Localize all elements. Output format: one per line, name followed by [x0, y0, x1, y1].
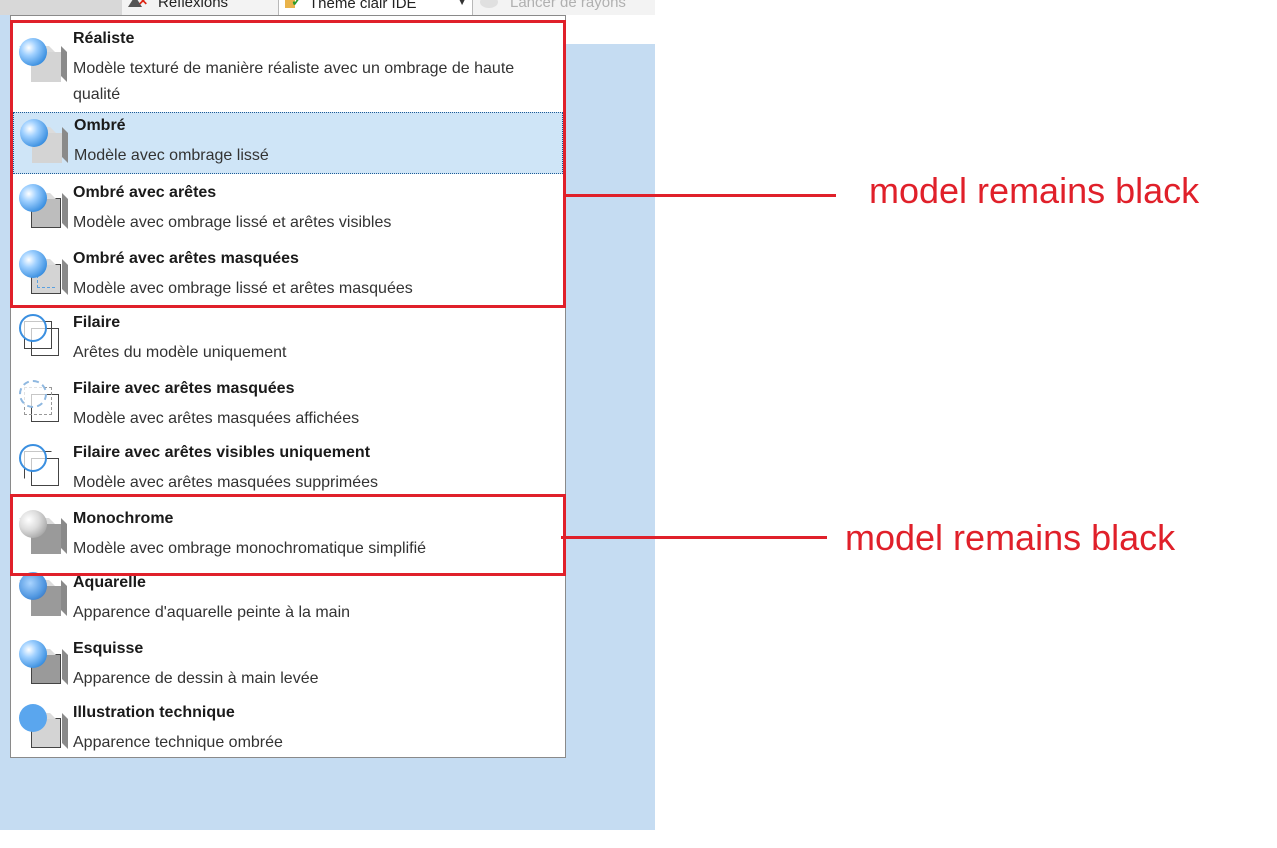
menu-item-realiste[interactable]: Réaliste Modèle texturé de manière réali…	[13, 22, 563, 110]
menu-item-desc: Modèle avec ombrage lissé	[74, 147, 269, 164]
wireframe-icon	[19, 314, 67, 362]
ray-tracing-icon	[480, 0, 498, 8]
technical-illustration-icon	[19, 704, 68, 752]
reflexions-button[interactable]: ✕ Réflexions	[128, 0, 228, 14]
menu-item-filaire[interactable]: Filaire Arêtes du modèle uniquement	[13, 308, 563, 370]
menu-item-name: Aquarelle	[73, 574, 146, 591]
menu-item-esquisse[interactable]: Esquisse Apparence de dessin à main levé…	[13, 634, 563, 696]
annotation-text-top: model remains black	[869, 170, 1200, 211]
menu-item-desc: Apparence d'aquarelle peinte à la main	[73, 604, 351, 621]
menu-item-filaire-aretes-masquees[interactable]: Filaire avec arêtes masquées Modèle avec…	[13, 374, 563, 436]
menu-item-ombre-avec-aretes[interactable]: Ombré avec arêtes Modèle avec ombrage li…	[13, 178, 563, 240]
menu-item-name: Ombré avec arêtes	[73, 184, 217, 201]
menu-item-desc: Modèle avec ombrage monochromatique simp…	[73, 540, 427, 557]
menu-item-monochrome[interactable]: Monochrome Modèle avec ombrage monochrom…	[13, 504, 563, 566]
menu-item-name: Monochrome	[73, 510, 174, 527]
menu-item-name: Filaire	[73, 314, 121, 331]
annotation-line-bottom	[561, 536, 827, 539]
toolbar-left-block	[0, 0, 122, 15]
menu-item-desc: Modèle avec ombrage lissé et arêtes visi…	[73, 214, 392, 231]
annotation-line-top	[566, 194, 836, 197]
shaded-hidden-edges-icon	[19, 250, 68, 298]
menu-item-name: Filaire avec arêtes visibles uniquement	[73, 444, 371, 461]
ray-tracing-label: Lancer de rayons	[510, 0, 626, 11]
menu-item-name: Ombré	[74, 117, 126, 134]
reflexions-label: Réflexions	[158, 0, 229, 11]
menu-item-name: Filaire avec arêtes masquées	[73, 380, 295, 397]
menu-item-desc: Apparence de dessin à main levée	[73, 670, 319, 687]
menu-item-name: Esquisse	[73, 640, 144, 657]
menu-item-aquarelle[interactable]: Aquarelle Apparence d'aquarelle peinte à…	[13, 568, 563, 630]
menu-item-desc: Modèle avec ombrage lissé et arêtes masq…	[73, 280, 413, 297]
shaded-icon	[20, 119, 68, 167]
menu-item-desc: Modèle avec arêtes masquées supprimées	[73, 474, 379, 491]
menu-item-filaire-aretes-visibles[interactable]: Filaire avec arêtes visibles uniquement …	[13, 438, 563, 500]
sketch-icon	[19, 640, 68, 688]
menu-item-desc: Arêtes du modèle uniquement	[73, 344, 287, 361]
theme-icon: ✓	[285, 0, 303, 10]
wireframe-visible-edges-icon	[19, 444, 67, 492]
menu-item-name: Réaliste	[73, 30, 135, 47]
menu-item-ombre-aretes-masquees[interactable]: Ombré avec arêtes masquées Modèle avec o…	[13, 244, 563, 306]
background-strip	[0, 15, 12, 44]
theme-dropdown[interactable]: ✓ Thème clair IDE ▼	[278, 0, 473, 15]
realistic-shading-icon	[19, 38, 67, 86]
ray-tracing-button[interactable]: Lancer de rayons	[480, 0, 626, 14]
monochrome-icon	[19, 510, 67, 558]
annotation-box-top	[10, 20, 566, 308]
menu-item-illustration-technique[interactable]: Illustration technique Apparence techniq…	[13, 698, 563, 756]
reflexions-icon: ✕	[128, 0, 148, 8]
menu-item-desc: Modèle texturé de manière réaliste avec …	[73, 60, 515, 103]
wireframe-hidden-edges-icon	[19, 380, 67, 428]
menu-item-name: Ombré avec arêtes masquées	[73, 250, 299, 267]
shaded-with-edges-icon	[19, 184, 68, 232]
menu-item-desc: Apparence technique ombrée	[73, 734, 283, 751]
menu-item-desc: Modèle avec arêtes masquées affichées	[73, 410, 360, 427]
menu-item-ombre[interactable]: Ombré Modèle avec ombrage lissé	[13, 112, 563, 174]
visual-style-menu: Réaliste Modèle texturé de manière réali…	[10, 15, 566, 758]
menu-item-name: Illustration technique	[73, 704, 235, 721]
annotation-text-bottom: model remains black	[845, 517, 1176, 558]
chevron-down-icon: ▼	[457, 0, 467, 8]
toolbar: ✕ Réflexions ✓ Thème clair IDE ▼ Lancer d…	[0, 0, 655, 15]
watercolor-icon	[19, 572, 67, 620]
theme-label: Thème clair IDE	[309, 0, 417, 12]
annotation-box-bottom	[10, 494, 566, 576]
